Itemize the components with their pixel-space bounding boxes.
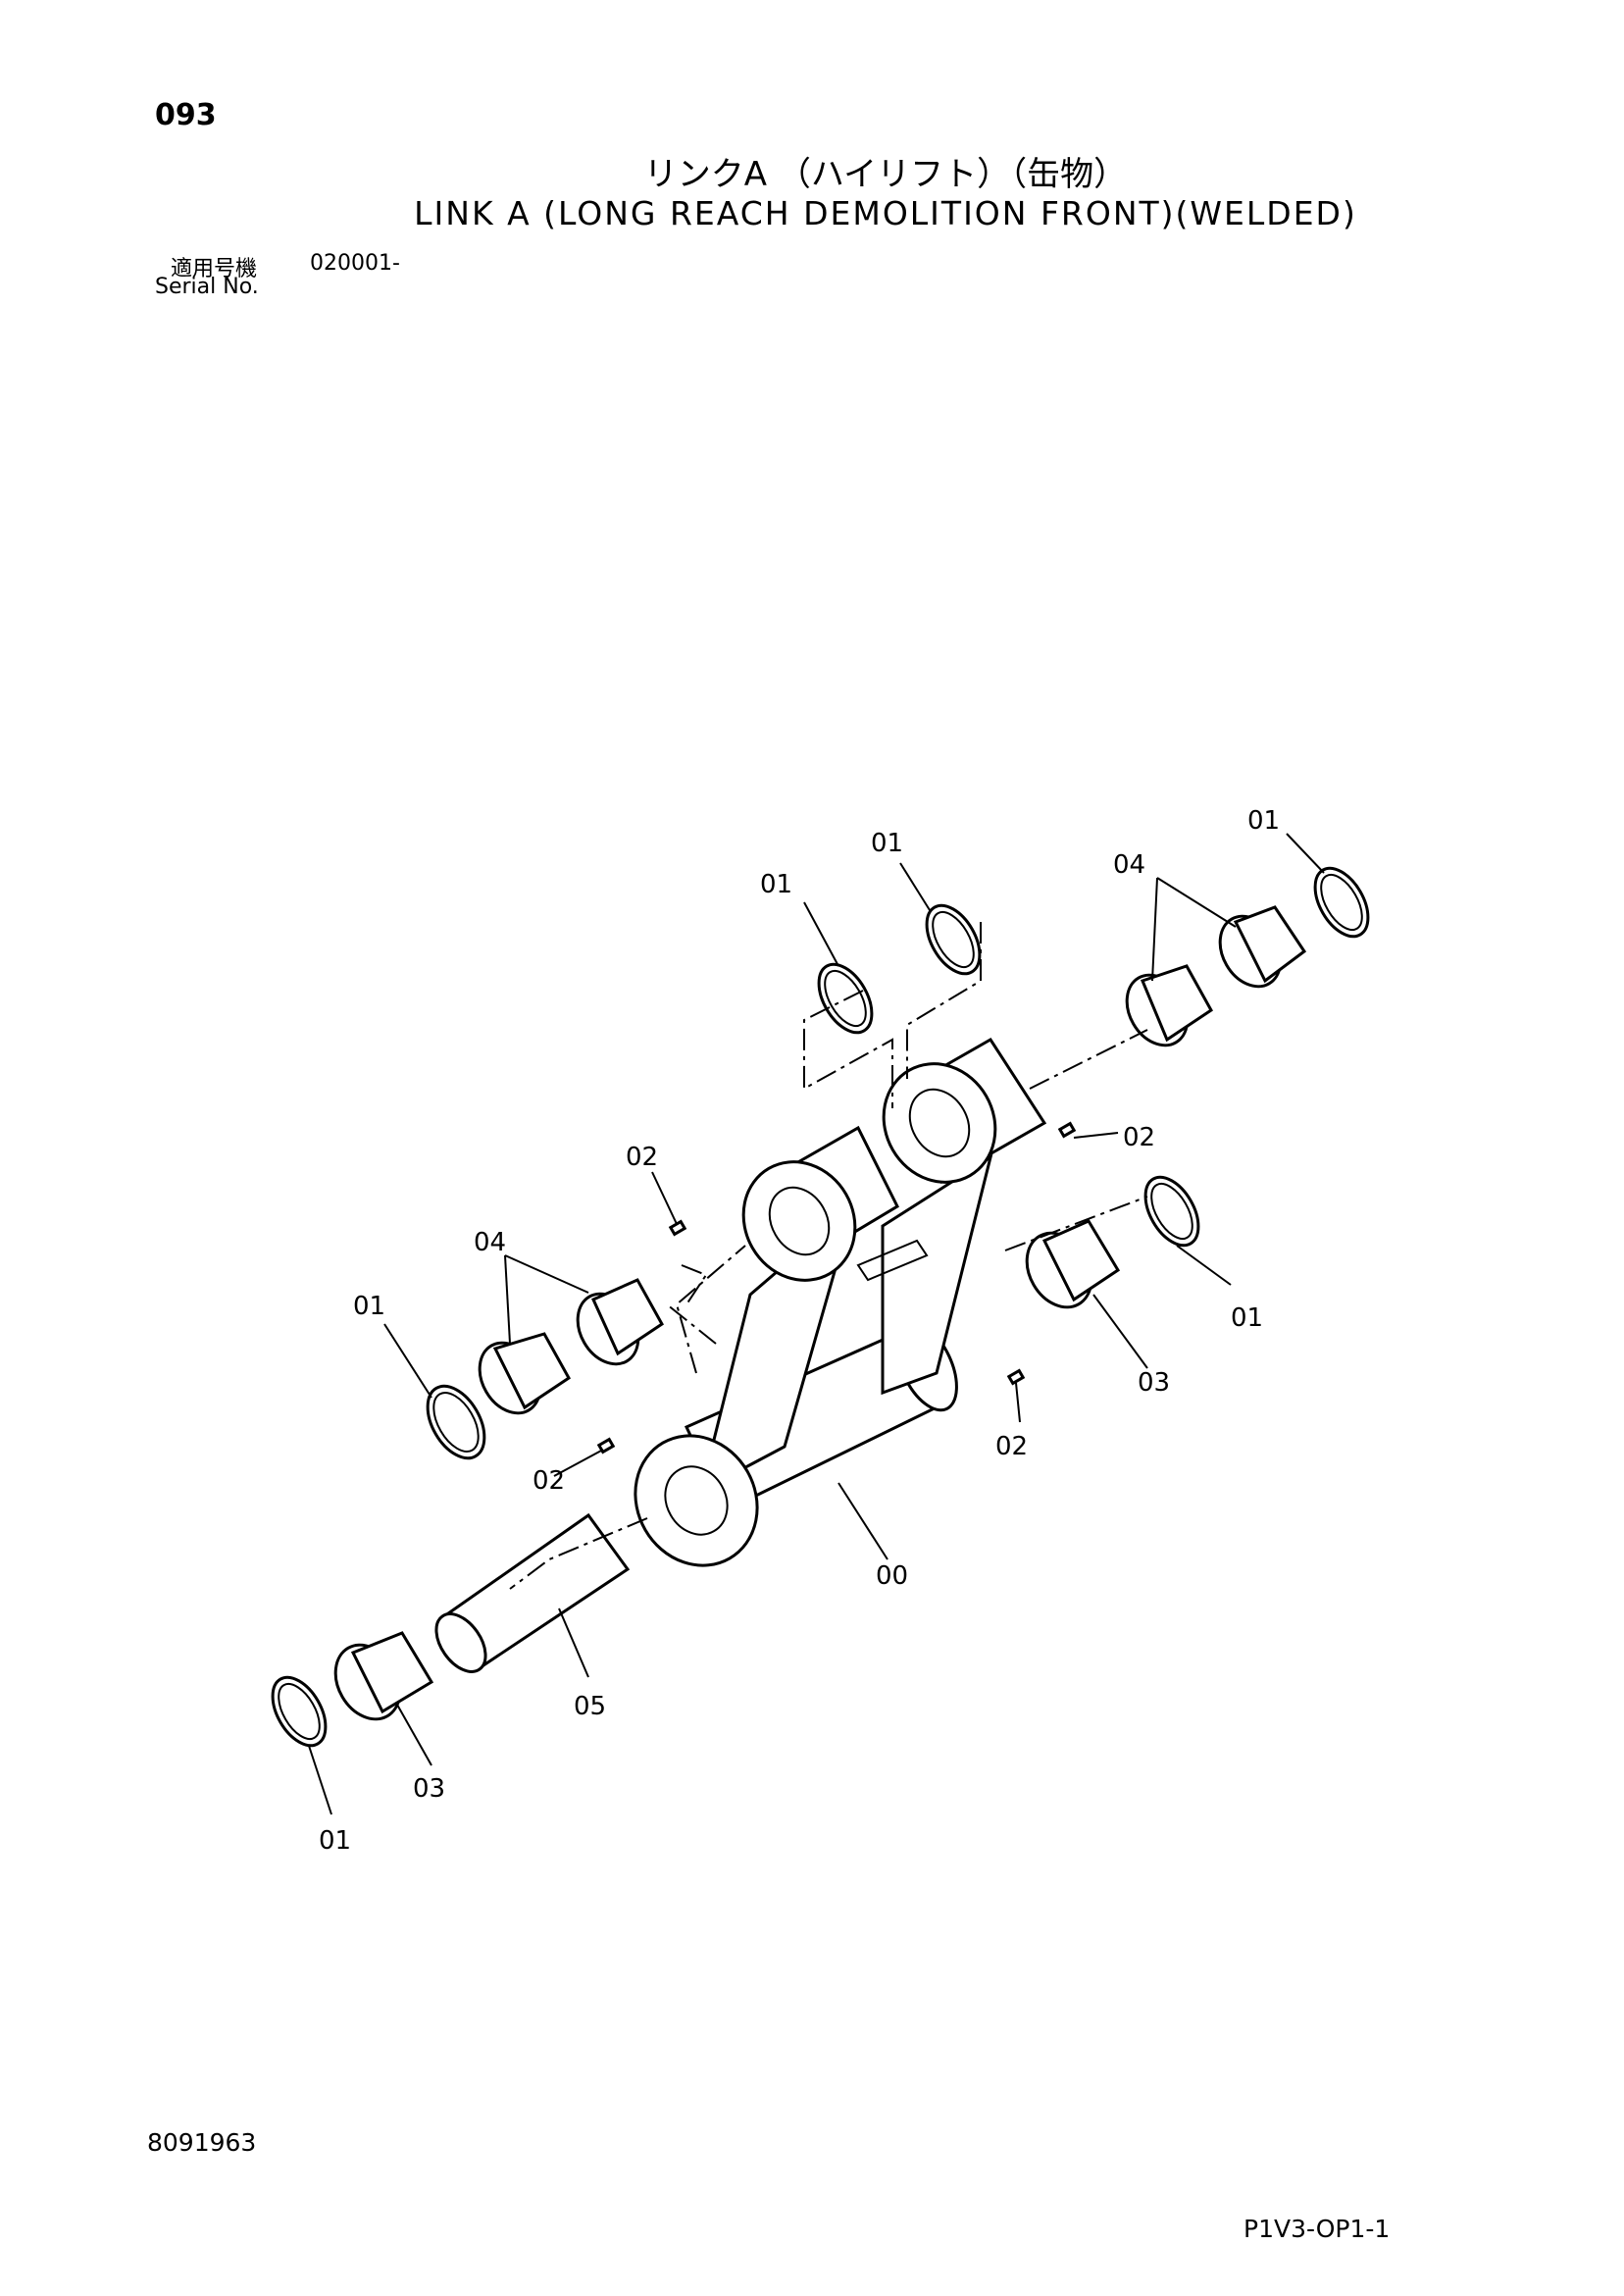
page-number: 093 (155, 98, 217, 132)
serial-label-japanese: 適用号機 (171, 257, 258, 281)
callout-03-a: 03 (1138, 1368, 1170, 1398)
callout-01-b: 01 (871, 829, 903, 858)
callout-03-b: 03 (413, 1774, 445, 1804)
assembly-center-lines (509, 922, 1148, 1590)
drawing-number: 8091963 (147, 2128, 257, 2157)
serial-range: 020001- (310, 251, 400, 276)
callout-01-a: 01 (760, 870, 792, 899)
callout-01-c: 01 (1247, 806, 1280, 836)
callout-02-a: 02 (1123, 1123, 1155, 1152)
serial-label-english: Serial No. (155, 275, 259, 299)
leader-lines (308, 833, 1325, 1815)
page-title-english: LINK A (LONG REACH DEMOLITION FRONT)(WEL… (414, 194, 1357, 232)
callout-04-a: 04 (1113, 850, 1145, 880)
page-title-japanese: リンクA （ハイリフト）（缶物） (643, 155, 1128, 194)
callout-02-c: 02 (995, 1432, 1028, 1461)
page-code: P1V3-OP1-1 (1243, 2215, 1391, 2243)
callout-01-d: 01 (353, 1292, 385, 1321)
callout-01-f: 01 (319, 1826, 351, 1856)
callout-02-d: 02 (533, 1466, 565, 1496)
callout-02-b: 02 (626, 1143, 658, 1172)
callout-00: 00 (876, 1561, 908, 1591)
bushing-parts (333, 905, 1307, 1721)
grease-fitting-parts (596, 1121, 1077, 1454)
seal-ring-parts (271, 866, 1370, 1748)
callout-05: 05 (574, 1692, 606, 1721)
link-body-part-00 (634, 1037, 1047, 1567)
pin-part-05 (434, 1512, 631, 1673)
callout-labels: 01 01 01 04 02 02 04 01 01 03 02 02 00 0… (319, 806, 1280, 1856)
callout-01-e: 01 (1231, 1303, 1263, 1333)
callout-04-b: 04 (474, 1228, 506, 1257)
